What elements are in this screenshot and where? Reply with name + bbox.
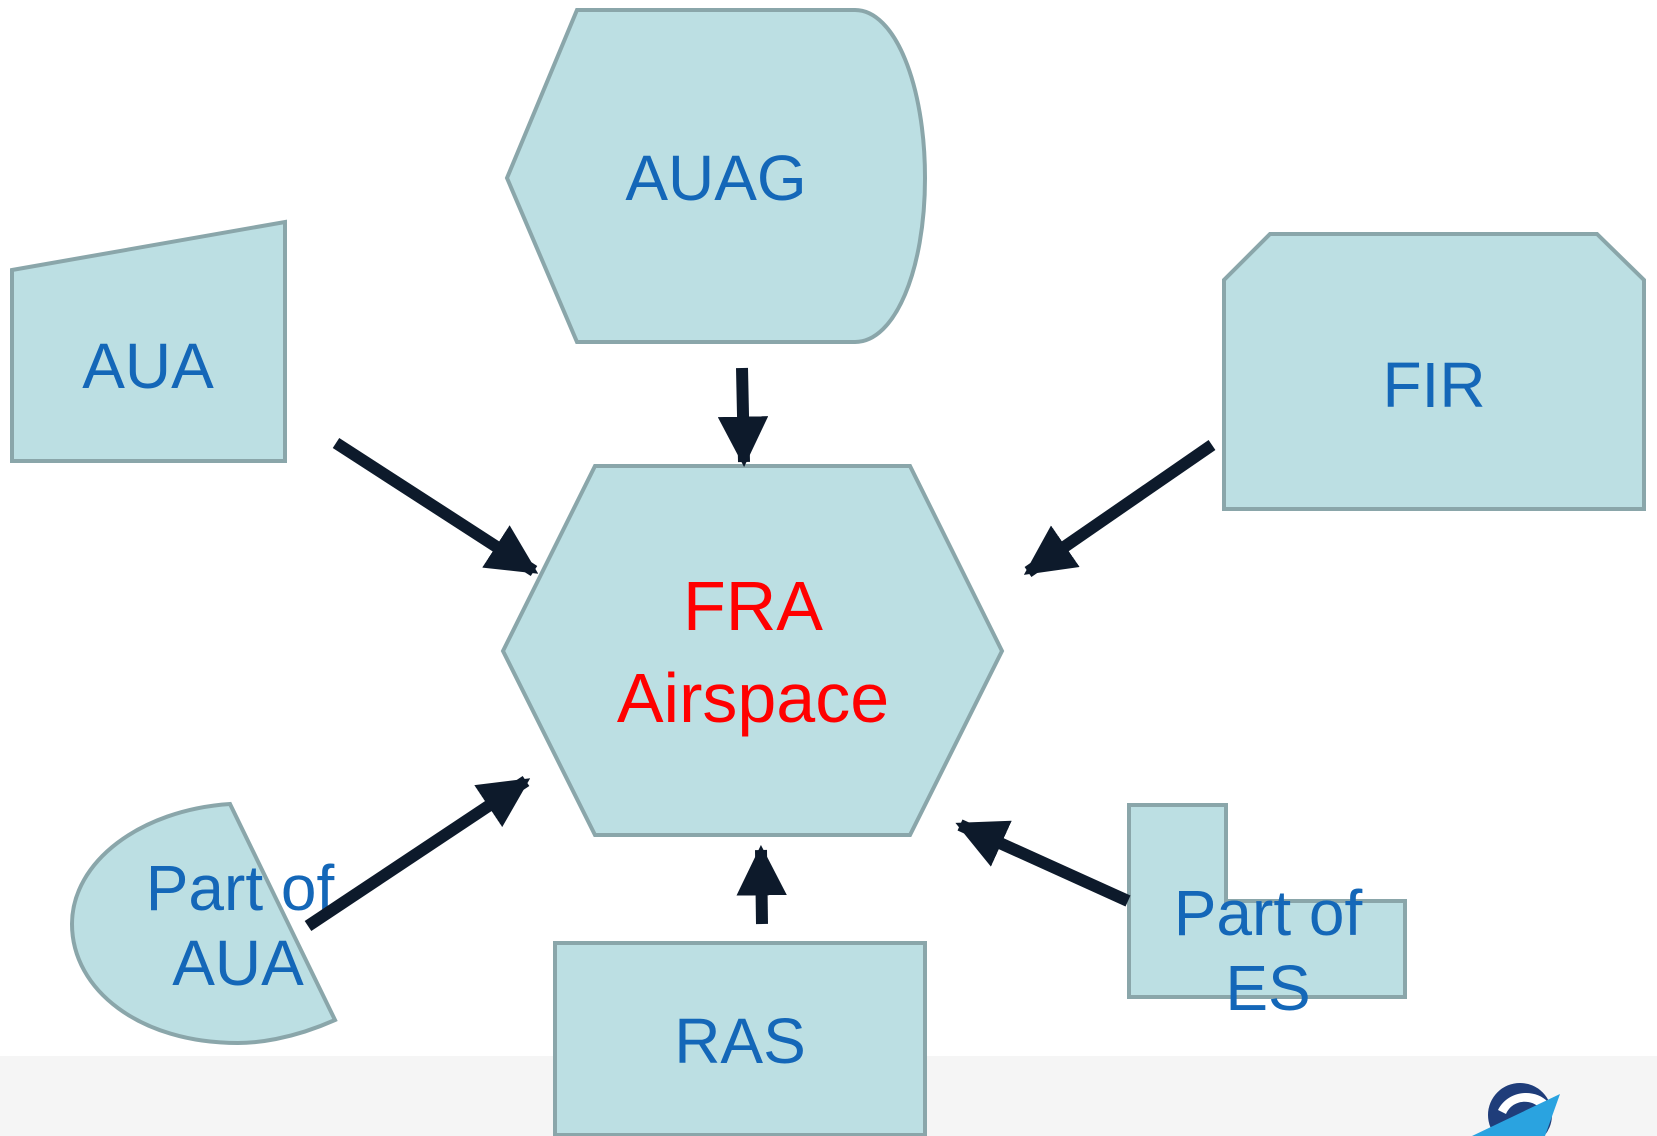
node-fir: FIR	[1222, 232, 1646, 511]
ras-label: RAS	[674, 1005, 806, 1077]
fir-shape	[1222, 232, 1646, 511]
part-of-es-shape	[1127, 803, 1407, 999]
part-of-aua-label-2: AUA	[172, 927, 304, 999]
part-of-aua-label-1: Part of	[146, 852, 335, 924]
part-of-es-label-2: ES	[1225, 952, 1310, 1024]
part-of-es-label-1: Part of	[1174, 877, 1363, 949]
ras-shape	[553, 941, 927, 1136]
fir-label: FIR	[1382, 349, 1485, 421]
fra-label: FRA	[683, 567, 823, 645]
auag-shape	[504, 8, 928, 344]
node-part-of-aua: Part of AUA	[69, 801, 338, 1046]
arrow-part-of-aua-to-fra	[304, 776, 531, 931]
arrow-part-of-es-to-fra	[955, 819, 1131, 907]
node-ras: RAS	[553, 941, 927, 1136]
part-of-aua-shape	[69, 801, 338, 1046]
arrow-fir-to-fra	[1023, 440, 1216, 577]
node-aua: AUA	[10, 219, 287, 463]
auag-label: AUAG	[625, 142, 806, 214]
node-fra-airspace: FRA Airspace	[500, 464, 1005, 837]
arrow-aua-to-fra	[332, 437, 539, 577]
fra-airspace-shape	[500, 464, 1005, 837]
node-auag: AUAG	[504, 8, 928, 344]
arrow-ras-to-fra	[736, 844, 787, 925]
arrows	[304, 367, 1216, 931]
airspace-label: Airspace	[617, 659, 889, 737]
node-part-of-es: Part of ES	[1127, 803, 1407, 1024]
aua-shape	[10, 219, 287, 463]
arrow-auag-to-fra	[717, 367, 769, 468]
eurocontrol-logo	[1472, 1083, 1560, 1136]
aua-label: AUA	[82, 330, 214, 402]
